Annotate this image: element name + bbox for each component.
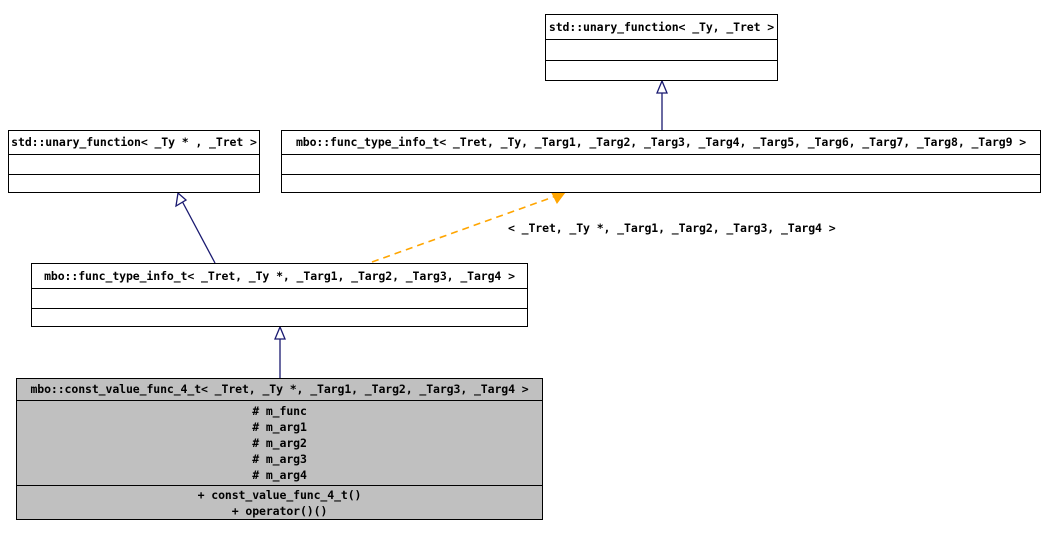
class-node-std-unary-function-ty-tret[interactable]: std::unary_function< _Ty, _Tret >: [545, 14, 778, 81]
class-attributes-section: [9, 154, 259, 174]
class-operations-section: [9, 174, 259, 192]
operation-row: + operator()(): [231, 504, 328, 518]
class-node-std-unary-function-typtr-tret[interactable]: std::unary_function< _Ty * , _Tret >: [8, 130, 260, 193]
template-binding-edge-label: < _Tret, _Ty *, _Targ1, _Targ2, _Targ3, …: [508, 221, 836, 235]
class-attributes-section: [32, 288, 527, 308]
inheritance-edge-functypeinfo4-to-unaryfunctionptr: [175, 191, 216, 264]
class-title: std::unary_function< _Ty * , _Tret >: [11, 135, 257, 149]
attribute-row: # m_arg2: [252, 436, 307, 450]
class-attributes-section: [282, 154, 1040, 174]
class-attributes-section: # m_func # m_arg1 # m_arg2 # m_arg3 # m_…: [17, 400, 542, 485]
class-title: mbo::func_type_info_t< _Tret, _Ty *, _Ta…: [44, 268, 515, 283]
inheritance-edge-constvaluefunc4t-to-functypeinfo4: [274, 325, 286, 378]
operation-row: + const_value_func_4_t(): [197, 488, 362, 502]
attribute-row: # m_func: [252, 404, 307, 418]
class-operations-section: [546, 60, 777, 80]
attribute-row: # m_arg3: [252, 452, 307, 466]
inheritance-edge-functypeinfo9-to-unaryfunction: [656, 79, 668, 130]
class-node-const-value-func-4-t[interactable]: mbo::const_value_func_4_t< _Tret, _Ty *,…: [16, 378, 543, 520]
class-node-func-type-info-t-9[interactable]: mbo::func_type_info_t< _Tret, _Ty, _Targ…: [281, 130, 1041, 193]
class-title: std::unary_function< _Ty, _Tret >: [548, 19, 775, 34]
class-attributes-section: [546, 39, 777, 60]
attribute-row: # m_arg4: [252, 468, 307, 482]
attribute-row: # m_arg1: [252, 420, 307, 434]
class-operations-section: [32, 308, 527, 326]
class-title: mbo::func_type_info_t< _Tret, _Ty, _Targ…: [295, 135, 1027, 149]
class-operations-section: [282, 174, 1040, 192]
class-title: mbo::const_value_func_4_t< _Tret, _Ty *,…: [30, 382, 529, 396]
class-operations-section: + const_value_func_4_t() + operator()(): [17, 485, 542, 519]
class-node-func-type-info-t-4[interactable]: mbo::func_type_info_t< _Tret, _Ty *, _Ta…: [31, 263, 528, 327]
